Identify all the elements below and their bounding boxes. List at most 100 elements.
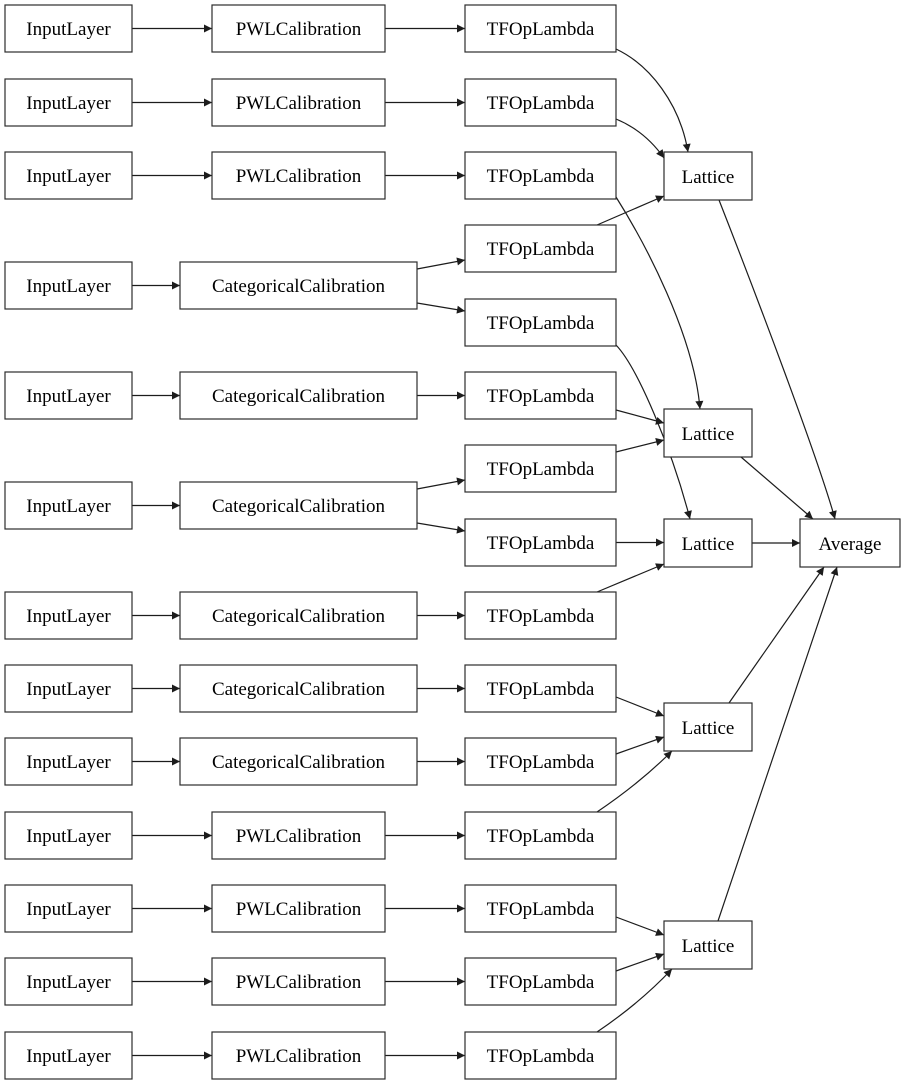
node-label: TFOpLambda [487,239,595,260]
node-box [4,261,133,310]
node-tfop_8: TFOpLambda [464,518,617,567]
node-label: InputLayer [26,972,111,993]
node-box [179,481,418,530]
node-lattice_4: Lattice [663,702,753,752]
node-pwl_1: PWLCalibration [211,4,386,53]
node-box [663,408,753,458]
node-label: InputLayer [26,19,111,40]
node-label: CategoricalCalibration [212,496,386,517]
node-lattice_1: Lattice [663,151,753,201]
node-label: Lattice [682,936,735,957]
edge-tfop_12-lattice_4 [596,750,673,813]
node-label: CategoricalCalibration [212,276,386,297]
node-label: TFOpLambda [487,386,595,407]
edge-cat_1-tfop_5 [416,302,466,314]
node-label: InputLayer [26,386,111,407]
edge-lattice_4-average [728,566,825,704]
node-box [4,737,133,786]
edge-tfop_4-lattice_1 [596,195,665,226]
node-box [464,664,617,713]
node-box [211,811,386,860]
node-input_9: InputLayer [4,737,133,786]
edge-tfop_3-lattice_2 [615,196,704,410]
node-label: InputLayer [26,496,111,517]
node-tfop_9: TFOpLambda [464,591,617,640]
node-tfop_12: TFOpLambda [464,811,617,860]
node-label: Average [819,534,882,555]
node-input_5: InputLayer [4,371,133,420]
node-label: InputLayer [26,752,111,773]
node-box [179,591,418,640]
node-label: PWLCalibration [236,166,362,187]
node-input_3: InputLayer [4,151,133,200]
node-box [211,151,386,200]
node-label: PWLCalibration [236,826,362,847]
node-box [464,298,617,347]
node-tfop_1: TFOpLambda [464,4,617,53]
node-label: TFOpLambda [487,606,595,627]
node-label: TFOpLambda [487,752,595,773]
node-input_12: InputLayer [4,957,133,1006]
edge-tfop_11-lattice_4 [615,735,665,755]
node-label: InputLayer [26,826,111,847]
node-box [4,481,133,530]
node-cat_5: CategoricalCalibration [179,664,418,713]
node-input_7: InputLayer [4,591,133,640]
node-lattice_3: Lattice [663,518,753,568]
node-input_13: InputLayer [4,1031,133,1080]
node-label: PWLCalibration [236,972,362,993]
node-layer: InputLayer InputLayer InputLayer InputLa… [4,4,901,1080]
node-box [4,371,133,420]
node-label: PWLCalibration [236,1046,362,1067]
node-box [464,444,617,493]
node-box [4,78,133,127]
node-box [211,1031,386,1080]
node-box [464,957,617,1006]
edge-tfop_13-lattice_5 [615,916,665,936]
node-label: Lattice [682,167,735,188]
node-label: Lattice [682,424,735,445]
node-tfop_13: TFOpLambda [464,884,617,933]
node-box [4,957,133,1006]
edge-tfop_6-lattice_2 [615,409,665,425]
node-label: Lattice [682,718,735,739]
node-cat_1: CategoricalCalibration [179,261,418,310]
edge-tfop_5-lattice_3 [615,344,692,520]
node-box [464,1031,617,1080]
node-label: TFOpLambda [487,826,595,847]
node-box [4,1031,133,1080]
node-box [464,591,617,640]
node-lattice_2: Lattice [663,408,753,458]
node-tfop_14: TFOpLambda [464,957,617,1006]
node-pwl_6: PWLCalibration [211,957,386,1006]
node-pwl_5: PWLCalibration [211,884,386,933]
node-box [211,884,386,933]
node-label: InputLayer [26,899,111,920]
edge-tfop_10-lattice_4 [615,696,665,717]
edge-tfop_7-lattice_2 [615,438,665,453]
edge-tfop_1-lattice_1 [615,48,691,153]
node-input_8: InputLayer [4,664,133,713]
node-label: TFOpLambda [487,93,595,114]
node-input_4: InputLayer [4,261,133,310]
node-label: TFOpLambda [487,166,595,187]
node-box [4,811,133,860]
node-box [799,518,901,568]
node-lattice_5: Lattice [663,920,753,970]
node-box [4,151,133,200]
node-input_1: InputLayer [4,4,133,53]
edge-tfop_14-lattice_5 [615,952,665,972]
node-tfop_10: TFOpLambda [464,664,617,713]
edge-lattice_1-average [718,199,837,520]
node-input_2: InputLayer [4,78,133,127]
node-cat_6: CategoricalCalibration [179,737,418,786]
node-label: TFOpLambda [487,899,595,920]
node-label: InputLayer [26,1046,111,1067]
node-tfop_3: TFOpLambda [464,151,617,200]
node-box [179,371,418,420]
node-box [211,78,386,127]
node-label: TFOpLambda [487,972,595,993]
node-cat_2: CategoricalCalibration [179,371,418,420]
edge-tfop_9-lattice_3 [596,563,665,593]
